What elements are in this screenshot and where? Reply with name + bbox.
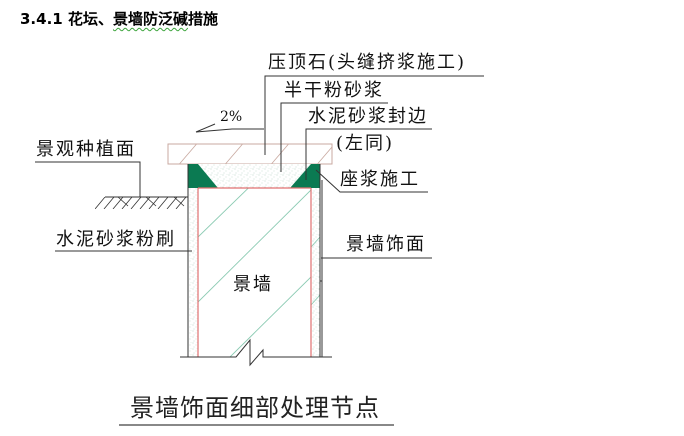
label-cement-plaster: 水泥砂浆粉刷: [56, 229, 176, 250]
section-title-part1: 花坛、: [67, 10, 113, 28]
label-planting-surface: 景观种植面: [36, 139, 136, 160]
section-number: 3.4.1: [20, 10, 63, 28]
leader-edge-seal: [305, 128, 432, 180]
ground-break-line: [180, 338, 332, 367]
right-plaster-band: [311, 188, 320, 357]
leader-semi-dry: [280, 102, 388, 172]
section-title-part2: 措施: [187, 10, 218, 28]
right-plaster-hatch: [310, 236, 321, 306]
label-coping: 压顶石(头缝挤浆施工): [268, 52, 466, 73]
label-wall: 景墙: [233, 274, 273, 295]
diagram-caption: 景墙饰面细部处理节点: [130, 394, 380, 422]
slope-label: 2%: [220, 109, 242, 125]
section-title-underlined: 景墙防泛碱: [112, 10, 188, 28]
leader-planting: [35, 161, 141, 197]
right-edge-seal: [290, 164, 320, 188]
label-wall-finish: 景墙饰面: [346, 234, 426, 255]
leader-lines: [35, 75, 484, 259]
slope-indicator: 2%: [195, 109, 264, 133]
left-edge-seal: [188, 164, 218, 188]
section-heading: 3.4.1 花坛、景墙防泛碱措施: [20, 8, 218, 29]
left-plaster-band: [188, 188, 198, 357]
planting-soil: [95, 196, 188, 209]
wall-body: [198, 188, 311, 357]
leader-coping: [264, 75, 484, 155]
label-semi-dry-mortar: 半干粉砂浆: [284, 80, 384, 101]
leader-bedding: [315, 169, 428, 193]
label-mortar-bedding: 座浆施工: [340, 169, 420, 190]
coping-stone: [167, 143, 333, 165]
label-same-on-left: (左同): [336, 133, 394, 154]
label-cement-edge-seal: 水泥砂浆封边: [308, 106, 428, 127]
